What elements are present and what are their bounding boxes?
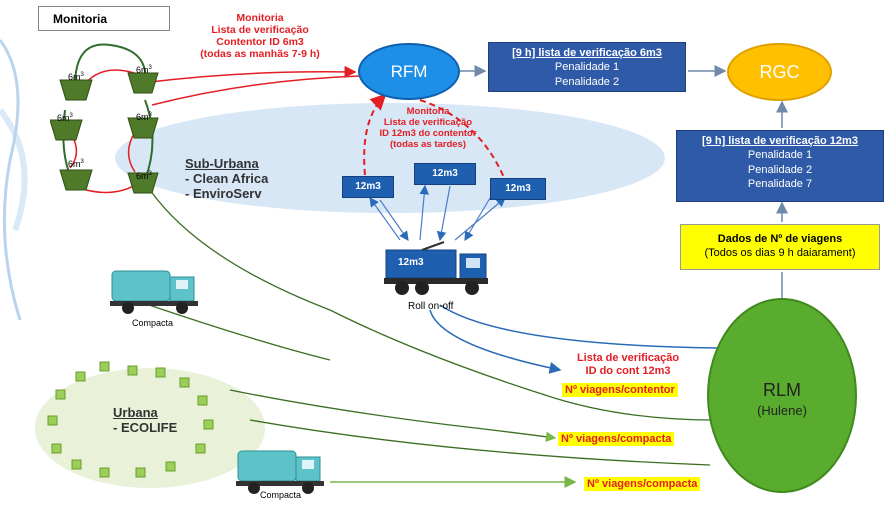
trips-data-sub: (Todos os dias 9 h daiarament) <box>704 247 856 260</box>
penalty-item: Penalidade 1 <box>554 61 620 74</box>
bottom-red-line: Lista de verificação <box>576 352 680 364</box>
rfm-node: RFM <box>358 43 460 100</box>
mid-red-line: ID 12m3 do contentor <box>379 127 477 139</box>
mid-red-line: Monitoria <box>406 106 450 117</box>
container-6m3-label: 6m3 <box>136 171 152 181</box>
rgc-node: RGC <box>727 43 832 101</box>
trips-data-heading: Dados de Nº de viagens <box>717 233 843 245</box>
trips-data-box: Dados de Nº de viagens (Todos os dias 9 … <box>680 224 880 270</box>
operator-line: - ECOLIFE <box>113 419 178 435</box>
top-red-line: (todas as manhãs 7-9 h) <box>200 48 320 61</box>
suburbana-heading: Sub-Urbana <box>185 156 259 171</box>
compacta-truck-icon <box>236 450 324 494</box>
trips-per-compacta-tag: Nº viagens/compacta <box>558 432 675 446</box>
bottom-red-line: ID do cont 12m3 <box>585 364 671 377</box>
containers-6m3-cluster <box>50 72 159 194</box>
urbana-label: Urbana - ECOLIFE <box>113 405 178 436</box>
penalty-item: Penalidade 1 <box>747 149 813 162</box>
trips-per-container-tag: Nº viagens/contentor <box>562 383 678 397</box>
checklist-12m3-box: [9 h] lista de verificação 12m3 Penalida… <box>676 130 884 202</box>
mid-red-line: (todas as tardes) <box>389 138 467 150</box>
rlm-node: RLM (Hulene) <box>707 298 857 493</box>
container-label: 12m3 <box>505 183 531 194</box>
container-label: 12m3 <box>355 181 381 192</box>
compacta-label: Compacta <box>132 318 174 328</box>
penalty-item: Penalidade 2 <box>747 163 813 176</box>
page-title: Monitoria <box>53 12 107 26</box>
operator-line: - Clean Africa <box>185 170 269 186</box>
top-red-line: Lista de verificação <box>211 24 309 37</box>
penalty-item: Penalidade 2 <box>554 75 620 88</box>
rlm-label: RLM <box>762 380 801 400</box>
checklist-6m3-box: [9 h] lista de verificação 6m3 Penalidad… <box>488 42 686 92</box>
container-6m3-label: 6m3 <box>136 65 152 75</box>
truck-container-label: 12m3 <box>398 257 424 268</box>
container-12m3: 12m3 <box>414 163 476 185</box>
top-red-line: Monitoria <box>236 12 284 24</box>
urbana-heading: Urbana <box>113 405 158 420</box>
suburbana-label: Sub-Urbana - Clean Africa - EnviroServ <box>185 156 269 202</box>
compacta-label: Compacta <box>260 490 302 500</box>
roll-onoff-label: Roll on-off <box>408 301 454 312</box>
container-6m3-label: 6m3 <box>68 72 84 82</box>
container-6m3-label: 6m3 <box>68 159 84 169</box>
mid-red-line: Lista de verificação <box>383 116 473 128</box>
rfm-label: RFM <box>390 62 428 81</box>
checklist-12m3-heading: [9 h] lista de verificação 12m3 <box>702 135 858 147</box>
urbana-containers-ring <box>47 361 214 478</box>
container-6m3-label: 6m3 <box>136 112 152 122</box>
top-red-line: Contentor ID 6m3 <box>216 36 304 49</box>
rgc-label: RGC <box>759 62 800 82</box>
decor-swoosh <box>0 39 22 321</box>
bottom-red-label: Lista de verificação ID do cont 12m3 <box>563 352 693 377</box>
top-red-label: Monitoria Lista de verificação Contentor… <box>165 12 355 60</box>
container-6m3-label: 6m3 <box>57 113 73 123</box>
container-label: 12m3 <box>432 168 458 179</box>
checklist-6m3-heading: [9 h] lista de verificação 6m3 <box>512 47 662 59</box>
container-12m3: 12m3 <box>342 176 394 198</box>
operator-line: - EnviroServ <box>185 185 262 201</box>
container-12m3: 12m3 <box>490 178 546 200</box>
mid-red-label: Monitoria Lista de verificação ID 12m3 d… <box>353 106 503 151</box>
roll-onoff-truck-icon <box>384 241 488 295</box>
compacta-truck-icon <box>110 270 198 314</box>
trips-per-compacta-tag: Nº viagens/compacta <box>584 477 701 491</box>
title-box: Monitoria <box>38 6 170 31</box>
penalty-item: Penalidade 7 <box>747 177 813 190</box>
rlm-sublabel: (Hulene) <box>757 403 807 418</box>
